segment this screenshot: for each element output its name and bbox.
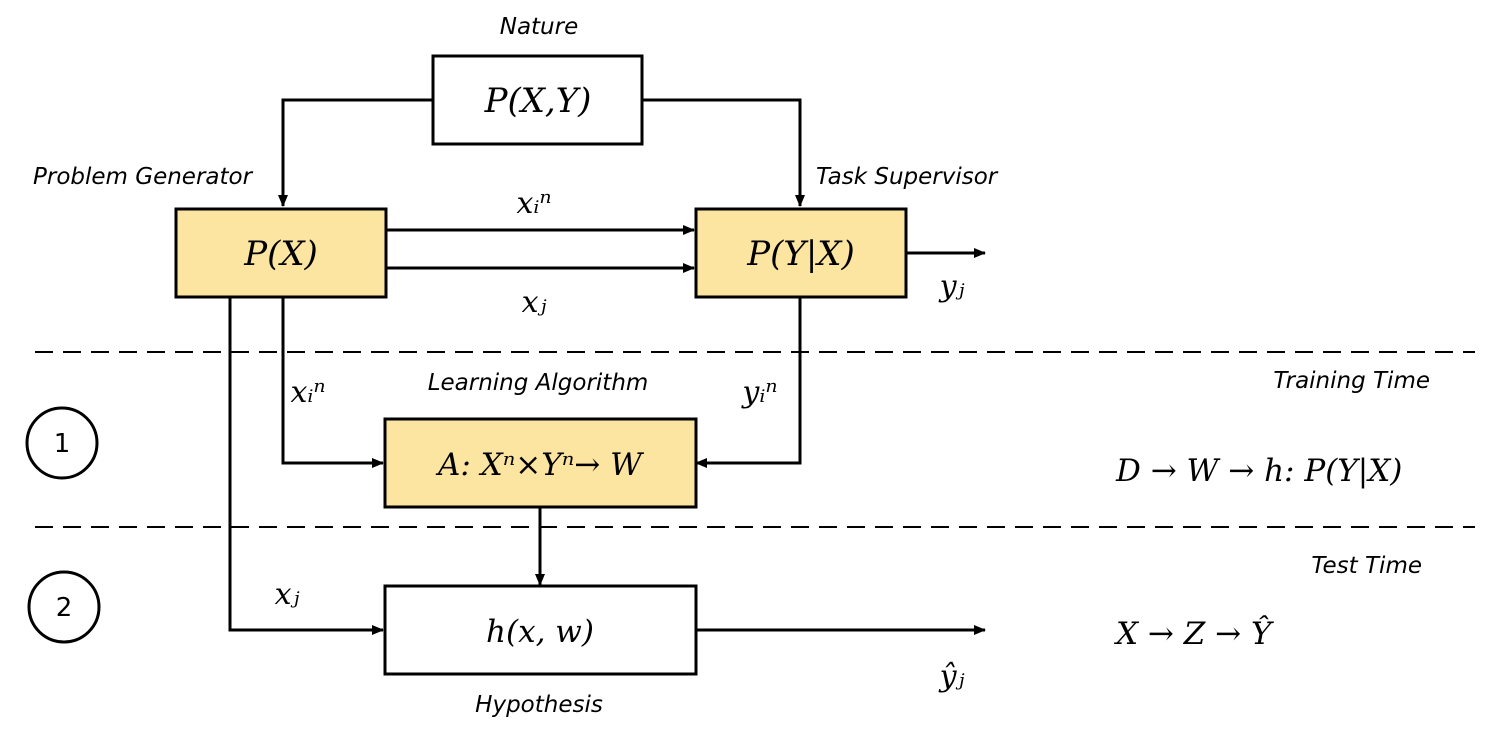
task-supervisor-box-label: P(Y|X) bbox=[746, 234, 855, 274]
test-formula: X → Z → Ŷ bbox=[1114, 614, 1274, 652]
arrow-nature-to-task-supervisor bbox=[642, 98, 805, 207]
arrow-x-j-to-hypothesis bbox=[228, 298, 384, 635]
learning-algorithm-caption: Learning Algorithm bbox=[428, 370, 649, 396]
stage-one-circle bbox=[25, 406, 99, 480]
x-j-bottom-label: xⱼ bbox=[275, 577, 300, 612]
y-i-n-right-label: yᵢⁿ bbox=[740, 375, 777, 410]
problem-generator-box bbox=[174, 207, 388, 299]
task-supervisor-box bbox=[694, 207, 908, 299]
stage-two-circle bbox=[27, 570, 101, 644]
x-i-n-top-label: xᵢⁿ bbox=[516, 186, 551, 221]
y-j-label: yⱼ bbox=[938, 269, 965, 304]
learning-algorithm-box-label: A: Xⁿ×Yⁿ→ W bbox=[435, 447, 644, 483]
problem-generator-box-label: P(X) bbox=[243, 234, 318, 274]
stage-two-number: 2 bbox=[56, 593, 73, 623]
x-j-top-label: xⱼ bbox=[522, 285, 547, 320]
training-formula: D → W → h: P(Y|X) bbox=[1115, 453, 1402, 489]
arrow-nature-to-problem-generator bbox=[278, 98, 433, 207]
stage-one-number: 1 bbox=[54, 429, 71, 459]
nature-caption: Nature bbox=[500, 14, 579, 40]
problem-generator-caption: Problem Generator bbox=[33, 164, 254, 190]
test-time-caption: Test Time bbox=[1311, 553, 1422, 579]
task-supervisor-caption: Task Supervisor bbox=[816, 164, 999, 190]
hypothesis-box-label: h(x, w) bbox=[486, 614, 594, 650]
hypothesis-box bbox=[383, 584, 698, 676]
y-hat-j-label: ŷⱼ bbox=[938, 659, 965, 694]
nature-box-label: P(X,Y) bbox=[484, 81, 592, 121]
x-i-n-left-label: xᵢⁿ bbox=[290, 375, 325, 410]
arrow-y-i-n-to-learning bbox=[695, 298, 802, 468]
training-time-caption: Training Time bbox=[1273, 368, 1430, 394]
nature-box bbox=[431, 54, 644, 146]
hypothesis-caption: Hypothesis bbox=[475, 692, 603, 718]
learning-algorithm-box bbox=[383, 417, 698, 509]
arrow-x-i-n-to-learning bbox=[281, 298, 384, 468]
